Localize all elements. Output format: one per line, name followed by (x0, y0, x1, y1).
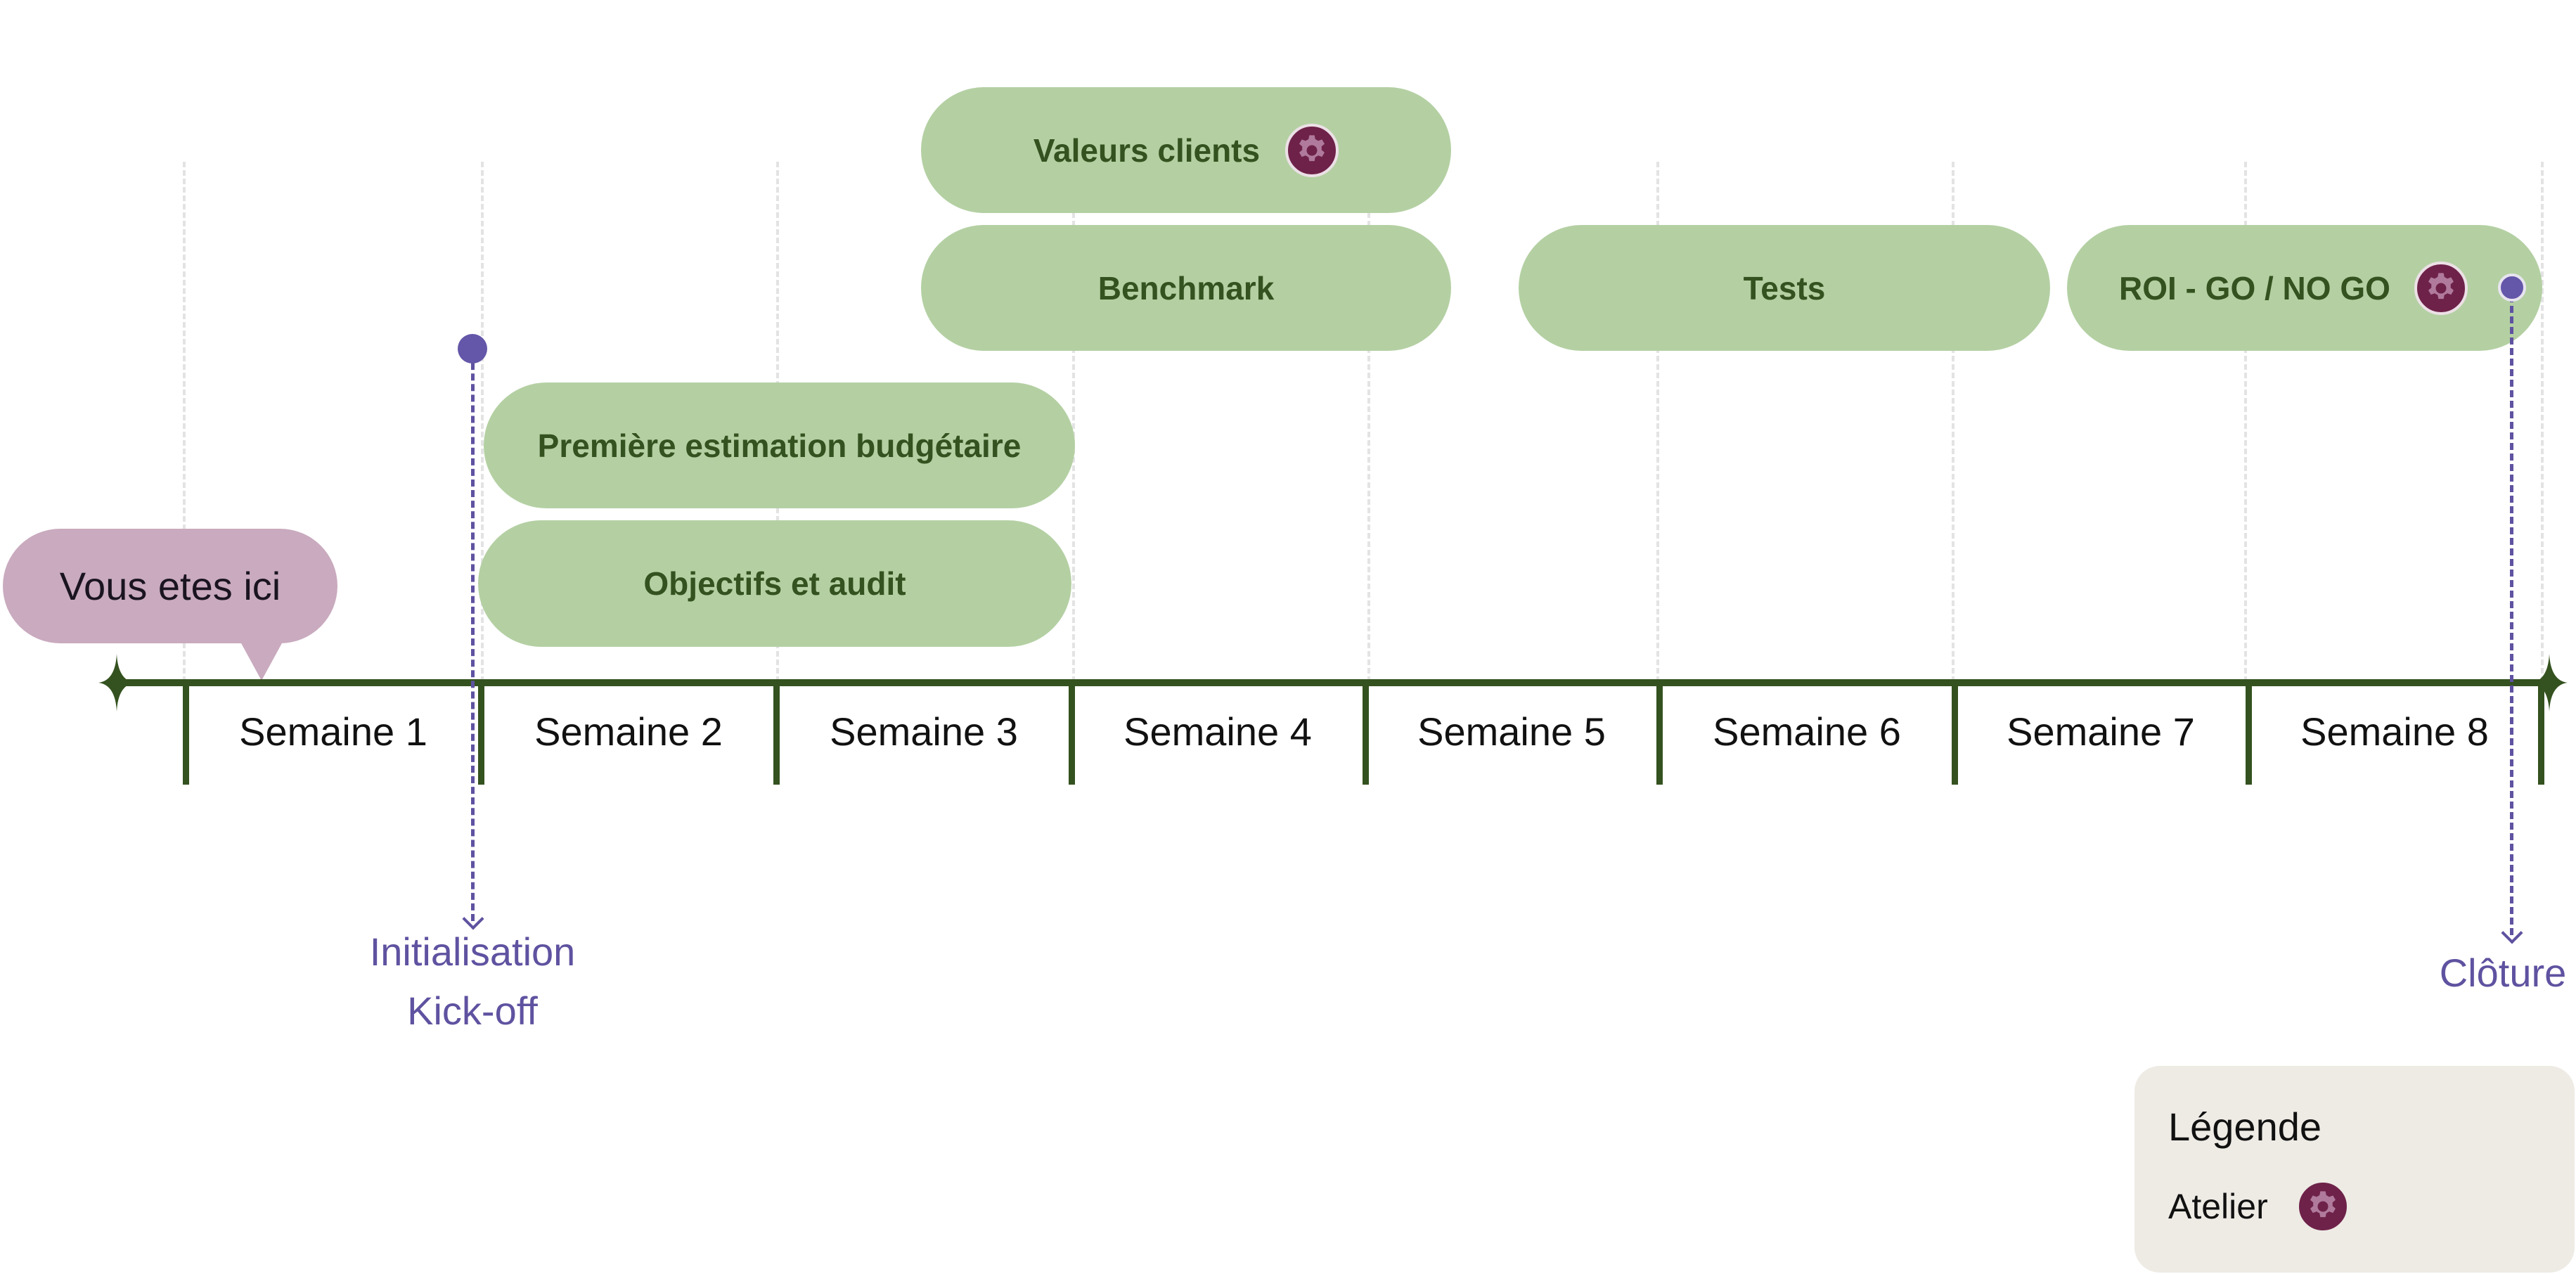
milestone-label-line1: Initialisation (369, 929, 576, 974)
milestone-label: Clôture (2439, 951, 2567, 995)
gridline (2244, 162, 2247, 682)
week-label-2: Semaine 2 (534, 709, 723, 754)
milestone-dot[interactable] (2498, 274, 2526, 302)
bubble-pointer (240, 642, 283, 681)
gridline (2541, 162, 2544, 682)
gridline (1656, 162, 1659, 682)
gear-icon (2295, 1180, 2350, 1233)
task-label: Tests (1743, 269, 1826, 307)
gridline (1072, 162, 1075, 682)
week-label-8: Semaine 8 (2300, 709, 2489, 754)
task-label: Valeurs clients (1033, 131, 1261, 169)
week-label-1: Semaine 1 (239, 709, 427, 754)
week-tick (1363, 679, 1369, 785)
week-label-3: Semaine 3 (830, 709, 1018, 754)
gridline (1367, 162, 1370, 682)
gridline (183, 162, 186, 682)
legend-panel: Légende Atelier (2134, 1066, 2575, 1273)
week-tick (1069, 679, 1075, 785)
week-tick (183, 679, 189, 785)
milestone-dot[interactable] (458, 334, 487, 363)
week-tick (478, 679, 484, 785)
sparkle-start-icon (98, 654, 135, 712)
gear-icon (1285, 123, 1339, 177)
sparkle-end-icon (2531, 654, 2568, 712)
task-benchmark[interactable]: Benchmark (921, 225, 1451, 351)
week-tick (2538, 679, 2544, 785)
task-roi-go-no-go[interactable]: ROI - GO / NO GO (2067, 225, 2542, 351)
gridline (481, 162, 484, 682)
legend-item-atelier: Atelier (2168, 1180, 2350, 1233)
week-tick (2246, 679, 2252, 785)
current-position-bubble: Vous etes ici (3, 529, 337, 643)
milestone-label-line2: Kick-off (407, 989, 538, 1033)
current-position-label: Vous etes ici (59, 564, 281, 608)
week-tick (1952, 679, 1958, 785)
legend-item-label: Atelier (2168, 1187, 2268, 1226)
week-label-7: Semaine 7 (2007, 709, 2195, 754)
milestone-label: Initialisation Kick-off (332, 922, 613, 1041)
task-valeurs-clients[interactable]: Valeurs clients (921, 87, 1451, 213)
timeline-axis (117, 679, 2544, 686)
task-premiere-estimation-budgetaire[interactable]: Première estimation budgétaire (484, 382, 1075, 508)
milestone-connector (471, 342, 475, 921)
milestone-connector (2510, 295, 2513, 935)
week-tick (773, 679, 780, 785)
legend-title: Légende (2168, 1105, 2322, 1149)
task-label: Objectifs et audit (643, 565, 906, 602)
week-label-5: Semaine 5 (1417, 709, 1606, 754)
week-label-6: Semaine 6 (1713, 709, 1901, 754)
week-tick (1656, 679, 1663, 785)
gridline (1952, 162, 1954, 682)
task-label: ROI - GO / NO GO (2119, 269, 2390, 307)
arrow-down-icon (2501, 922, 2523, 944)
task-objectifs-et-audit[interactable]: Objectifs et audit (478, 520, 1071, 647)
task-tests[interactable]: Tests (1519, 225, 2050, 351)
task-label: Première estimation budgétaire (537, 427, 1022, 464)
week-label-4: Semaine 4 (1123, 709, 1312, 754)
gear-icon (2414, 261, 2468, 315)
task-label: Benchmark (1097, 269, 1275, 307)
